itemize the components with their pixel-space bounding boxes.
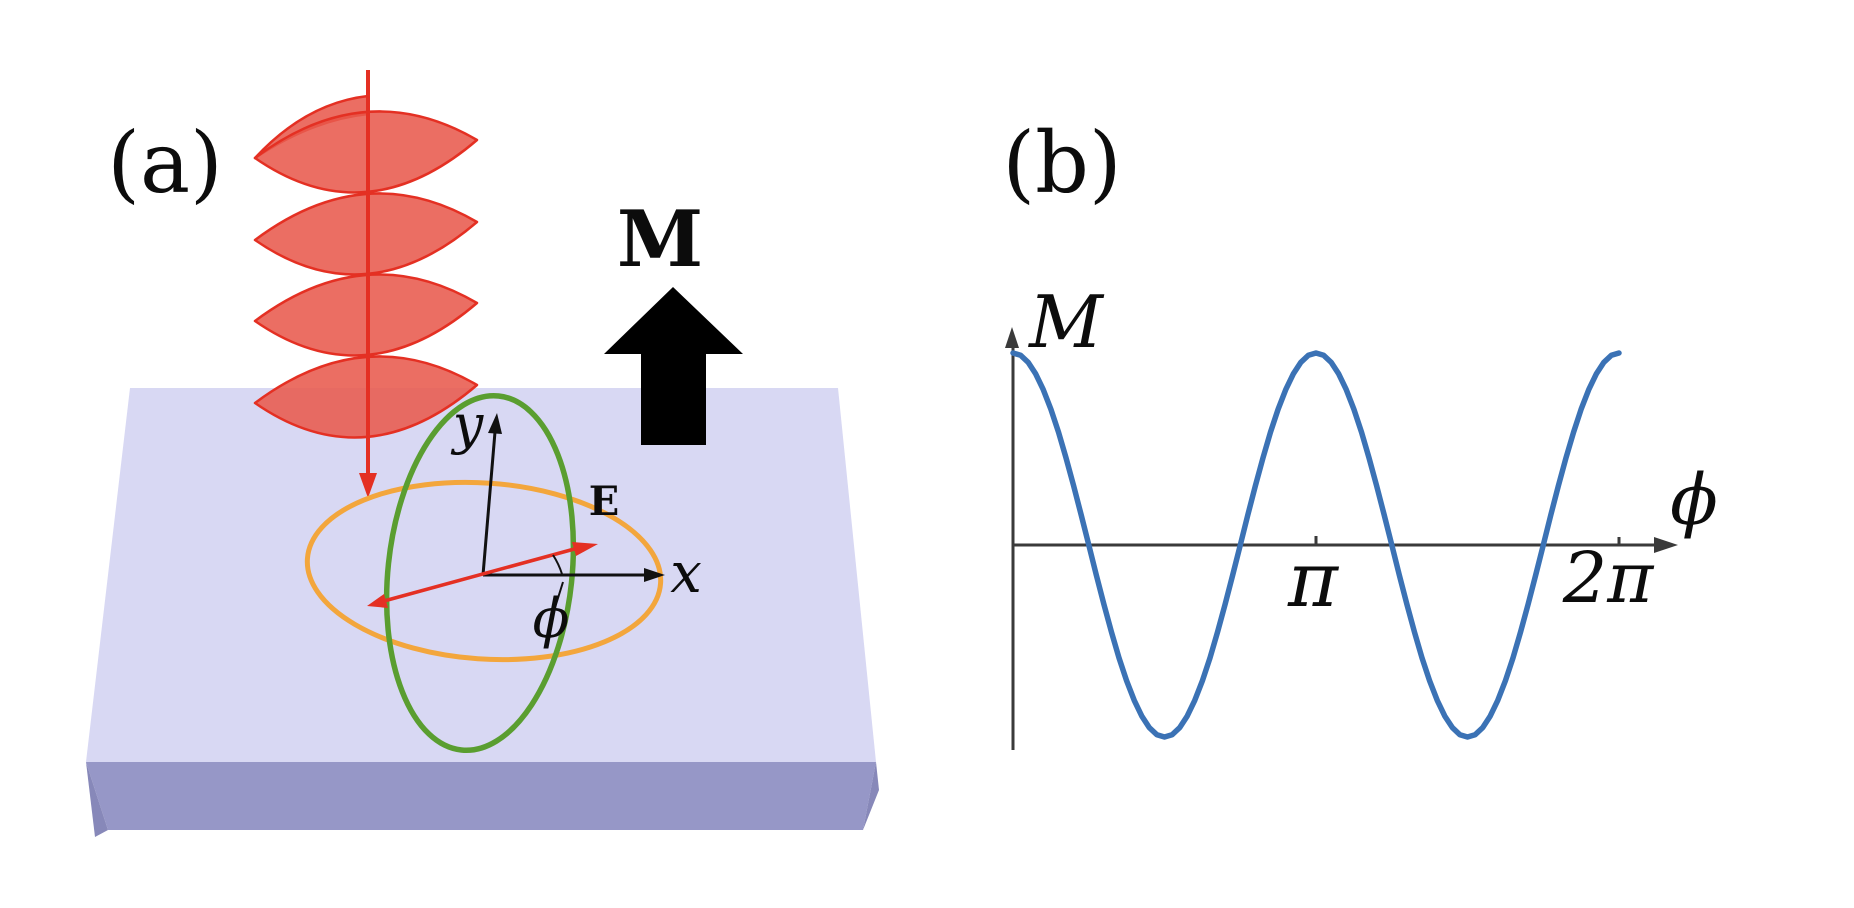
x-axis-label-a: x	[670, 541, 702, 606]
e-field-arrow-line	[383, 546, 579, 603]
panel-a: (a) M E x y ϕ	[86, 70, 879, 837]
plot-x-axis-arrowhead	[1654, 537, 1678, 553]
e-field-arrowhead-right	[572, 542, 598, 556]
y-axis-arrowhead-a	[488, 413, 502, 434]
angle-arc	[552, 554, 563, 575]
y-axis-label-a: y	[451, 393, 485, 456]
m-phi-curve	[1010, 350, 1622, 740]
panel-b-label: (b)	[1002, 114, 1121, 212]
x-axis-arrowhead-a	[644, 568, 665, 582]
slab-right-edge-face	[863, 762, 879, 830]
panel-b: (b) M ϕ π 2π	[1002, 114, 1718, 750]
e-field-arrowhead-left	[367, 594, 388, 608]
plot-x-axis-label: ϕ	[1670, 459, 1718, 541]
magnetization-label: M	[617, 194, 703, 285]
angle-label-a: ϕ	[533, 587, 570, 650]
plot-y-axis-label: M	[1027, 280, 1105, 364]
light-helix	[253, 70, 479, 498]
two-pi-tick-label: 2π	[1562, 537, 1656, 619]
slab-front-face	[86, 762, 876, 830]
slab-left-edge-face	[86, 762, 108, 837]
panel-a-label: (a)	[107, 114, 223, 212]
magnetization-arrow	[604, 287, 743, 445]
plot-y-axis-arrowhead	[1005, 327, 1019, 348]
pi-tick-label: π	[1287, 535, 1340, 624]
e-field-label: E	[589, 478, 620, 525]
polarization-ellipse-green	[383, 392, 577, 754]
y-axis-line-a	[481, 431, 497, 576]
beam-arrowhead	[359, 473, 377, 498]
angle-leader-line	[552, 581, 564, 615]
